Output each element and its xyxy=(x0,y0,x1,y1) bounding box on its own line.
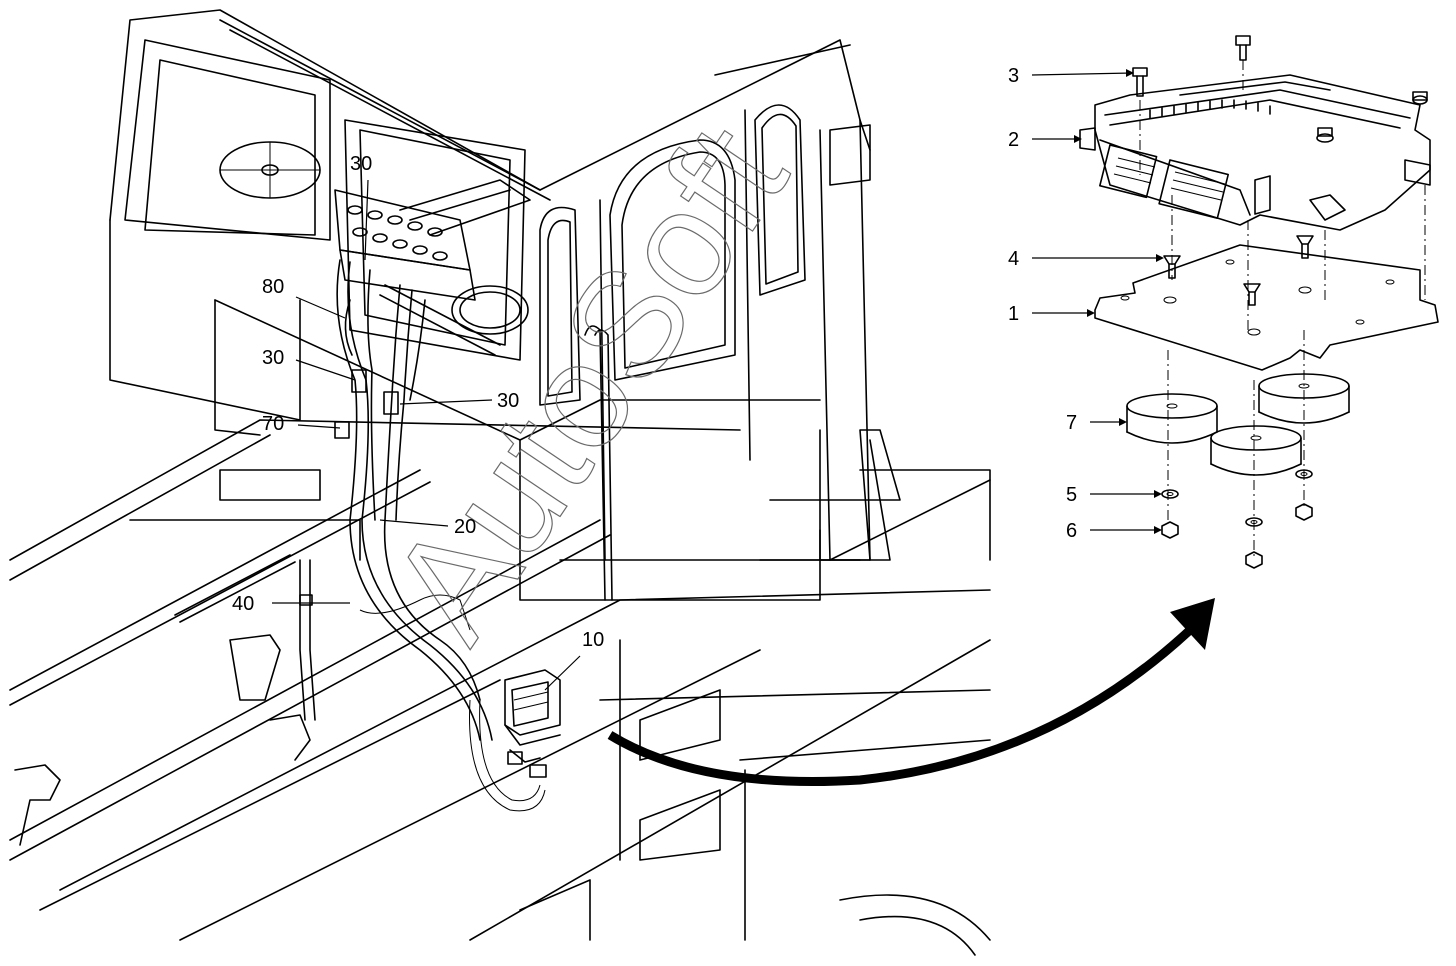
leader-lines-left xyxy=(272,179,581,691)
operator-cab xyxy=(109,9,901,601)
callout-40: 40 xyxy=(232,593,254,615)
wiring-harness xyxy=(299,259,546,812)
callout-5: 5 xyxy=(1066,484,1077,506)
explode-arrow xyxy=(607,598,1215,787)
mounting-plate xyxy=(1094,244,1439,371)
callout-70: 70 xyxy=(262,413,284,435)
callout-30-right: 30 xyxy=(497,390,519,412)
callout-4: 4 xyxy=(1008,248,1019,270)
callout-30-left: 30 xyxy=(262,347,284,369)
nuts xyxy=(1161,503,1313,569)
screws xyxy=(1132,35,1428,137)
callout-labels: 30 80 30 30 70 20 40 10 3 2 4 1 7 5 6 xyxy=(232,65,1077,651)
ecu-housing xyxy=(1079,74,1431,231)
leader-lines-right xyxy=(1031,69,1164,534)
exploded-ecu-assembly xyxy=(1031,35,1439,569)
callout-20: 20 xyxy=(454,516,476,538)
callout-80: 80 xyxy=(262,276,284,298)
callout-3: 3 xyxy=(1008,65,1019,87)
countersunk-screws xyxy=(1163,235,1314,306)
rubber-mounts xyxy=(1126,373,1350,476)
callout-1: 1 xyxy=(1008,303,1019,325)
control-panel xyxy=(334,179,531,356)
centre-lines xyxy=(1139,60,1426,560)
callout-6: 6 xyxy=(1066,520,1077,542)
ecu-installed xyxy=(504,669,561,778)
callout-10: 10 xyxy=(582,629,604,651)
callout-7: 7 xyxy=(1066,412,1077,434)
callout-30-top: 30 xyxy=(350,153,372,175)
washers xyxy=(1161,469,1313,527)
callout-2: 2 xyxy=(1008,129,1019,151)
